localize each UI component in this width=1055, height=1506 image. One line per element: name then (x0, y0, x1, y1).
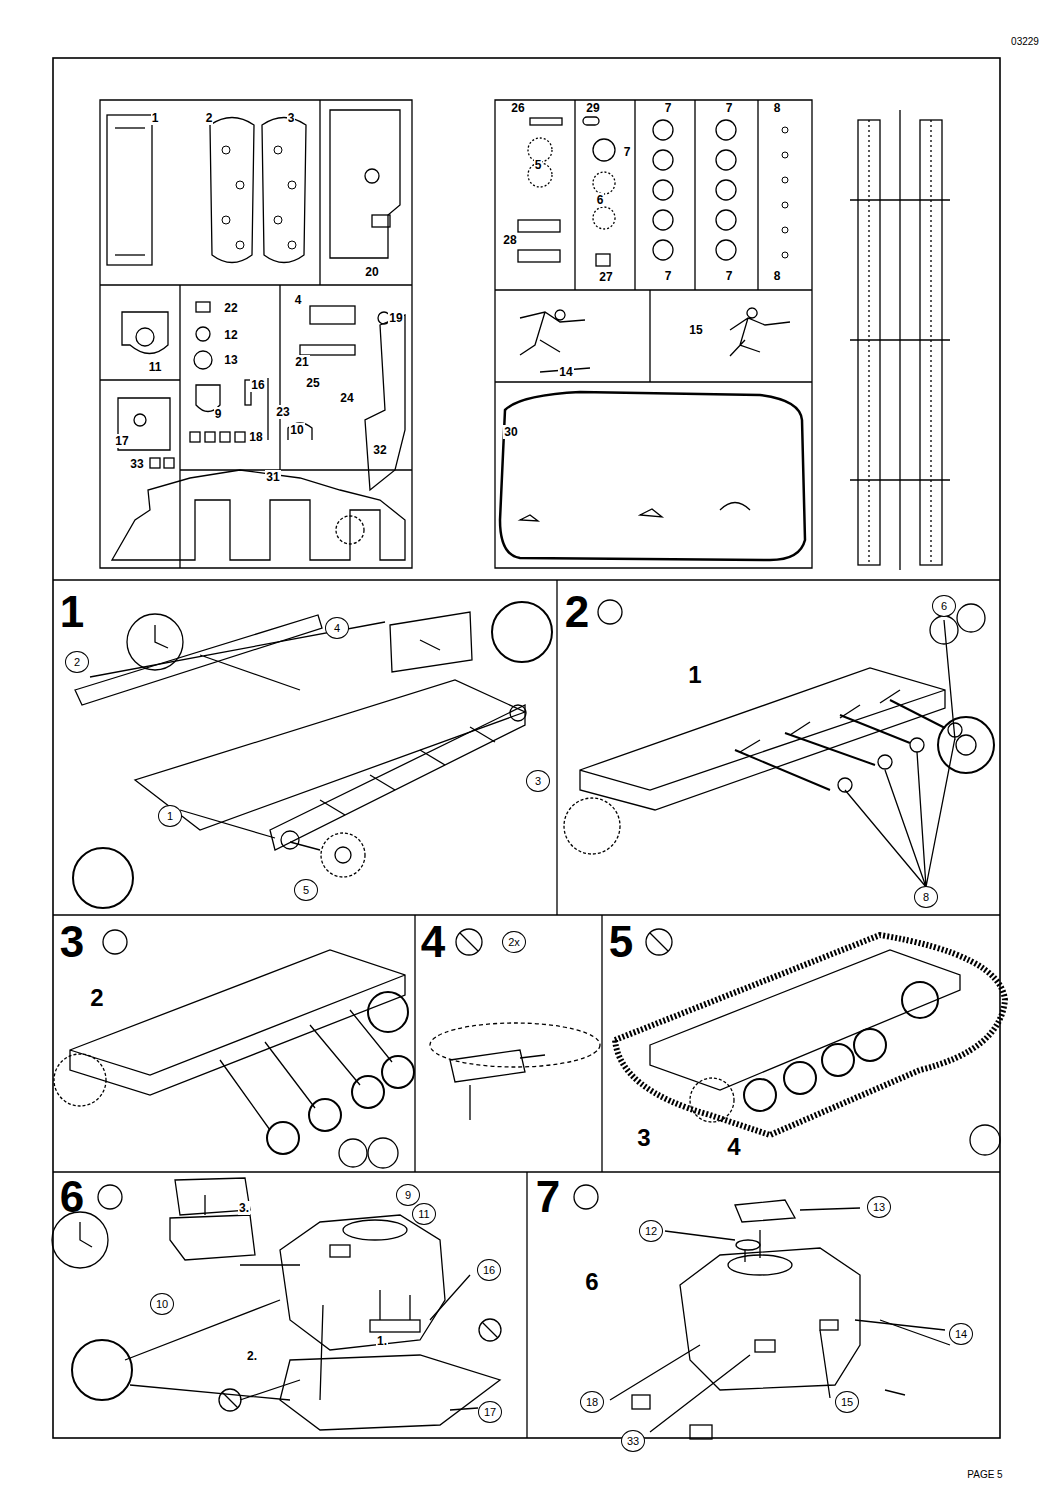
callout-number: 14 (949, 1323, 973, 1345)
part-number: 15 (688, 323, 703, 337)
step-number: 4 (419, 920, 447, 964)
page-note: 03229 (1010, 36, 1040, 48)
part-number: 7 (725, 269, 734, 283)
part-number: 20 (364, 265, 379, 279)
part-number: 12 (223, 328, 238, 342)
part-number: 3. (238, 1201, 250, 1215)
part-number: 9 (214, 407, 223, 421)
subassembly-number: 1 (687, 662, 702, 688)
step-number: 6 (58, 1175, 86, 1219)
callout-number: 33 (621, 1430, 645, 1452)
part-number: 16 (250, 378, 265, 392)
part-number: 5 (534, 158, 543, 172)
subassembly-number: 4 (726, 1134, 741, 1160)
callout-number: 2 (65, 651, 89, 673)
part-number: 7 (664, 101, 673, 115)
part-number: 1 (151, 111, 160, 125)
callout-number: 4 (325, 617, 349, 639)
callout-number: 16 (477, 1259, 501, 1281)
callout-number: 18 (580, 1391, 604, 1413)
part-number: 28 (502, 233, 517, 247)
step-number: 7 (534, 1175, 562, 1219)
part-number: 6 (596, 193, 605, 207)
part-number: 8 (773, 269, 782, 283)
part-number: 3 (287, 111, 296, 125)
part-number: 30 (503, 425, 518, 439)
part-number: 21 (294, 355, 309, 369)
part-number: 7 (725, 101, 734, 115)
part-number: 32 (372, 443, 387, 457)
callout-number: 12 (639, 1220, 663, 1242)
callout-number: 11 (412, 1203, 436, 1225)
callout-number: 8 (914, 886, 938, 908)
part-number: 26 (510, 101, 525, 115)
part-number: 18 (248, 430, 263, 444)
part-number: 2 (205, 111, 214, 125)
part-number: 8 (773, 101, 782, 115)
part-number: 24 (339, 391, 354, 405)
subassembly-number: 2 (89, 985, 104, 1011)
part-number: 29 (585, 101, 600, 115)
part-number: 13 (223, 353, 238, 367)
part-number: 11 (148, 360, 163, 374)
step-number: 2 (563, 590, 591, 634)
part-number: 2. (246, 1349, 258, 1363)
step-number: 5 (607, 920, 635, 964)
part-number: 7 (664, 269, 673, 283)
part-number: 22 (223, 301, 238, 315)
step-number: 3 (58, 920, 86, 964)
callout-number: 3 (526, 770, 550, 792)
callout-number: 1 (158, 805, 182, 827)
subassembly-number: 6 (584, 1269, 599, 1295)
part-number: 19 (388, 311, 403, 325)
callout-number: 10 (150, 1293, 174, 1315)
part-number: 7 (623, 145, 632, 159)
part-number: 33 (129, 457, 144, 471)
part-number: 17 (114, 434, 129, 448)
callout-number: 9 (396, 1184, 420, 1206)
part-number: 31 (265, 470, 280, 484)
part-number: 4 (294, 293, 303, 307)
callout-number: 17 (478, 1401, 502, 1423)
callout-number: 2x (502, 931, 526, 953)
part-number: 1. (376, 1334, 388, 1348)
page-note: PAGE 5 (966, 1469, 1003, 1481)
callout-number: 6 (932, 595, 956, 617)
part-number: 25 (305, 376, 320, 390)
callout-number: 15 (835, 1391, 859, 1413)
step-number: 1 (58, 590, 86, 634)
part-number: 23 (275, 405, 290, 419)
part-number: 27 (598, 270, 613, 284)
callout-number: 13 (867, 1196, 891, 1218)
subassembly-number: 3 (636, 1125, 651, 1151)
part-number: 10 (289, 423, 304, 437)
callout-number: 5 (294, 879, 318, 901)
part-number: 14 (558, 365, 573, 379)
